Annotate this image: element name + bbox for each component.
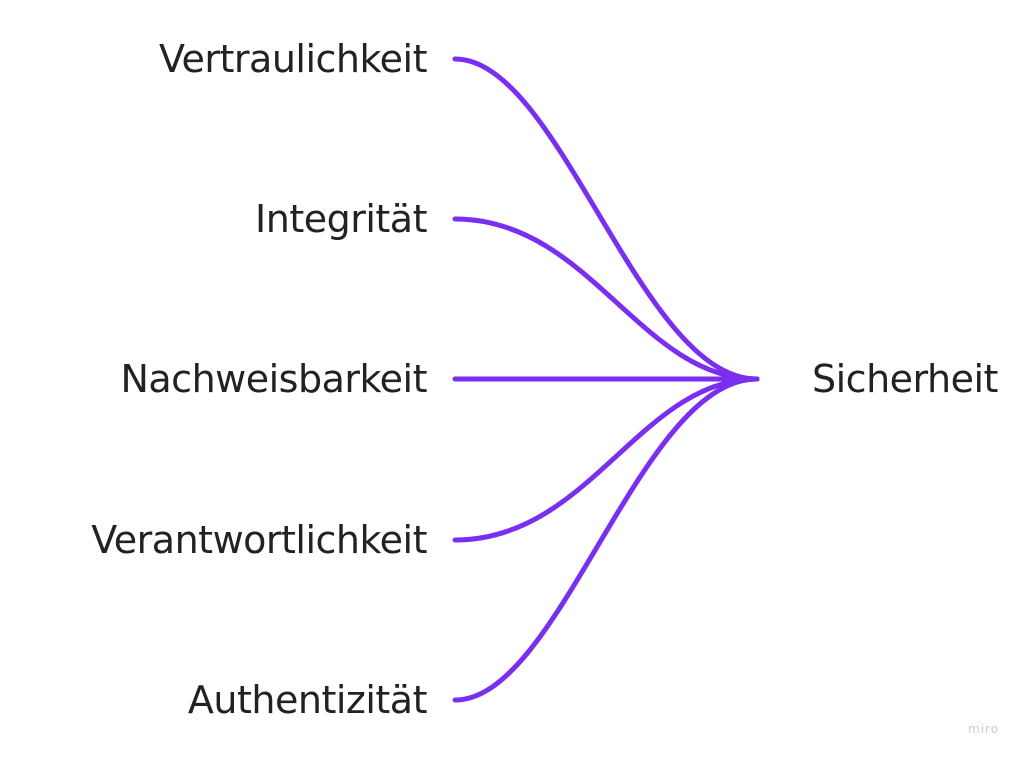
connector-authentizitaet[interactable] [452,376,760,703]
miro-watermark: miro [968,722,1000,736]
node-vertraulichkeit[interactable]: Vertraulichkeit [158,37,428,81]
node-authentizitaet[interactable]: Authentizität [187,678,428,722]
connector-verantwortlichkeit[interactable] [452,376,760,543]
node-nachweisbarkeit[interactable]: Nachweisbarkeit [120,357,427,401]
connector-integritaet[interactable] [452,216,760,382]
node-integritaet[interactable]: Integrität [255,197,427,241]
node-sicherheit[interactable]: Sicherheit [812,357,998,401]
connector-vertraulichkeit[interactable] [452,56,760,382]
node-verantwortlichkeit[interactable]: Verantwortlichkeit [91,518,427,562]
